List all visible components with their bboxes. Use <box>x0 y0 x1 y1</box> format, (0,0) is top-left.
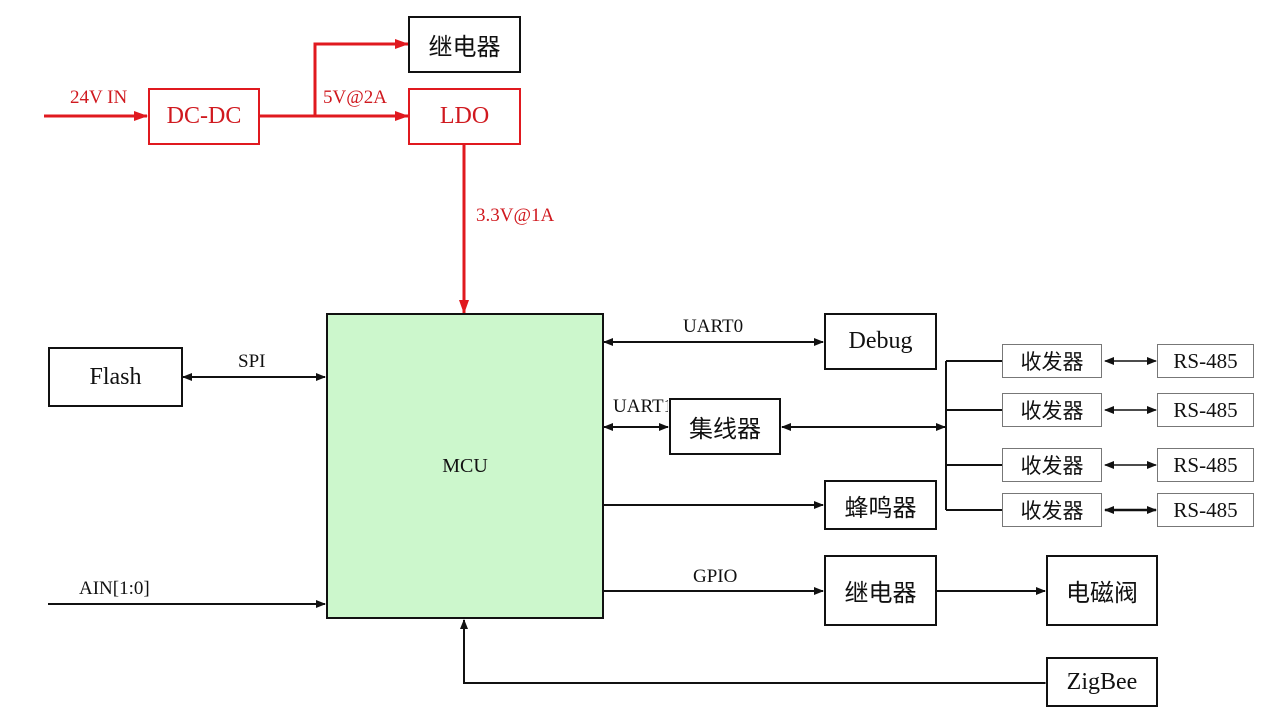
rs485-block[interactable]: RS-485 <box>1157 448 1254 482</box>
input-24v-label: 24V IN <box>70 87 128 108</box>
rs485-block[interactable]: RS-485 <box>1157 344 1254 378</box>
rail-5v-label: 5V@2A <box>323 87 387 108</box>
dcdc-block[interactable]: DC-DC <box>148 88 260 145</box>
uart0-label: UART0 <box>683 316 744 337</box>
rs485-block[interactable]: RS-485 <box>1157 493 1254 527</box>
flash-block[interactable]: Flash <box>48 347 183 407</box>
buzzer-block[interactable]: 蜂鸣器 <box>824 480 937 530</box>
spi-label: SPI <box>238 351 266 372</box>
transceiver-block[interactable]: 收发器 <box>1002 344 1102 378</box>
hub-block[interactable]: 集线器 <box>669 398 781 455</box>
gpio-label: GPIO <box>693 566 738 587</box>
ain-label: AIN[1:0] <box>79 578 150 599</box>
transceiver-block[interactable]: 收发器 <box>1002 493 1102 527</box>
uart1-label: UART1 <box>613 396 668 417</box>
relay-block[interactable]: 继电器 <box>824 555 937 626</box>
zigbee-line <box>460 619 1054 687</box>
debug-block[interactable]: Debug <box>824 313 937 370</box>
transceiver-block[interactable]: 收发器 <box>1002 393 1102 427</box>
relay-top-block[interactable]: 继电器 <box>408 16 521 73</box>
dcdc-to-relay-line <box>313 39 409 116</box>
transceiver-block[interactable]: 收发器 <box>1002 448 1102 482</box>
solenoid-valve-block[interactable]: 电磁阀 <box>1046 555 1158 626</box>
mcu-block[interactable]: MCU <box>326 313 604 619</box>
rail-3v3-label: 3.3V@1A <box>476 205 555 226</box>
rs485-block[interactable]: RS-485 <box>1157 393 1254 427</box>
zigbee-block[interactable]: ZigBee <box>1046 657 1158 707</box>
ldo-block[interactable]: LDO <box>408 88 521 145</box>
